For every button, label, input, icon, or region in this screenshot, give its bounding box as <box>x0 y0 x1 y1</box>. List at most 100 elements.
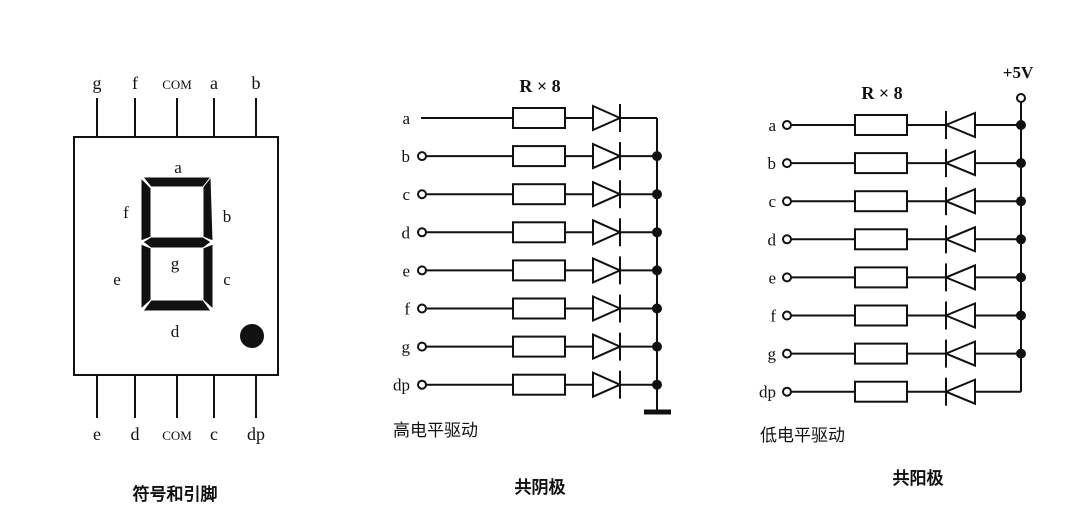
ca-resistor <box>854 152 908 175</box>
cc-resistor <box>512 259 566 282</box>
ca-input-label: c <box>768 192 776 211</box>
ca-resistor <box>854 190 908 213</box>
ca-input-label: g <box>768 345 777 364</box>
ca-resistor <box>854 380 908 403</box>
cc-input-label: c <box>402 185 410 204</box>
cc-drive-label: 高电平驱动 <box>393 421 478 441</box>
cc-input-label: e <box>402 261 410 280</box>
segment-d <box>142 299 212 312</box>
ca-input-label: e <box>768 268 776 287</box>
cc-led-diode-icon <box>592 294 623 323</box>
decimal-point <box>240 324 264 348</box>
ca-input-terminal <box>782 120 792 130</box>
pin-label-bottom: d <box>131 424 140 444</box>
ca-resistor <box>854 228 908 251</box>
ca-resistor-label: R × 8 <box>861 83 902 103</box>
pin-label-top: g <box>93 73 102 93</box>
ca-supply-label: +5V <box>1003 63 1034 82</box>
cc-input-label: d <box>402 223 411 242</box>
cc-resistor <box>512 297 566 320</box>
seg-label-f: f <box>123 203 129 222</box>
pin-label-bottom: e <box>93 424 101 444</box>
ca-input-label: dp <box>759 383 776 402</box>
ca-resistor <box>854 114 908 136</box>
segment-g <box>142 236 212 249</box>
ca-input-label: d <box>768 230 777 249</box>
cc-input-label: b <box>402 147 411 166</box>
pin-label-top: f <box>132 73 138 93</box>
cc-input-label: f <box>404 300 410 319</box>
supply-terminal-icon <box>1016 93 1026 103</box>
ca-caption: 共阳极 <box>893 469 944 489</box>
ca-input-terminal <box>782 386 792 397</box>
pin-label-bottom: dp <box>247 424 265 444</box>
pin-label-top: a <box>210 73 218 93</box>
ca-led-diode-icon <box>943 340 976 368</box>
ca-input-terminal <box>782 272 792 283</box>
seg-label-g: g <box>171 254 180 273</box>
cc-input-label: dp <box>393 376 410 395</box>
cc-led-diode-icon <box>592 180 623 208</box>
cc-input-terminal <box>417 189 427 200</box>
cc-resistor <box>512 145 566 168</box>
cc-input-terminal <box>417 151 427 162</box>
seg-label-b: b <box>223 207 232 226</box>
segment-e <box>140 243 152 311</box>
ca-resistor <box>854 266 908 289</box>
cc-input-label: g <box>402 338 411 357</box>
segment-a <box>141 176 213 188</box>
cc-led-diode-icon <box>592 371 623 399</box>
cc-led-diode-icon <box>592 256 623 284</box>
pin-label-bottom: c <box>210 424 218 444</box>
segment-f <box>140 176 152 242</box>
segment-c <box>202 243 214 311</box>
ca-led-diode-icon <box>943 302 976 329</box>
ca-resistor <box>854 342 908 365</box>
ca-led-diode-icon <box>943 225 976 253</box>
ca-resistor <box>854 304 908 327</box>
ca-drive-label: 低电平驱动 <box>760 426 845 446</box>
seg-label-a: a <box>174 158 182 177</box>
pin-label-top: COM <box>162 77 192 92</box>
seg-label-d: d <box>171 322 180 341</box>
pin-label-top: b <box>252 73 261 93</box>
ca-led-diode-icon <box>943 378 976 406</box>
cc-caption: 共阴极 <box>515 478 566 498</box>
cc-resistor <box>512 107 566 129</box>
ca-led-diode-icon <box>943 187 976 215</box>
seg-label-c: c <box>223 270 231 289</box>
pinout-caption: 符号和引脚 <box>133 484 218 505</box>
pin-label-bottom: COM <box>162 428 192 443</box>
ca-input-terminal <box>782 196 792 207</box>
segments <box>140 175 214 312</box>
ca-input-label: f <box>770 307 776 326</box>
ca-input-terminal <box>782 234 792 245</box>
cc-led-diode-icon <box>592 333 623 361</box>
cc-input-terminal <box>417 227 427 238</box>
ca-led-diode-icon <box>943 111 976 139</box>
cc-input-label: a <box>402 109 410 128</box>
cc-resistor <box>512 183 566 206</box>
seg-label-e: e <box>113 270 121 289</box>
cc-led-diode-icon <box>592 218 623 246</box>
cc-resistor <box>512 221 566 244</box>
cc-input-terminal <box>417 379 427 390</box>
ca-led-diode-icon <box>943 149 976 177</box>
cc-resistor <box>512 373 566 396</box>
cc-led-diode-icon <box>592 142 623 170</box>
ca-input-label: a <box>768 116 776 135</box>
ca-input-terminal <box>782 348 792 359</box>
segment-b <box>202 175 214 242</box>
ca-input-label: b <box>768 154 777 173</box>
cc-resistor-label: R × 8 <box>519 76 560 96</box>
cc-resistor <box>512 335 566 358</box>
cc-input-terminal <box>417 303 427 314</box>
ca-led-diode-icon <box>943 263 976 291</box>
cc-input-terminal <box>417 265 427 276</box>
ca-input-terminal <box>782 310 792 321</box>
